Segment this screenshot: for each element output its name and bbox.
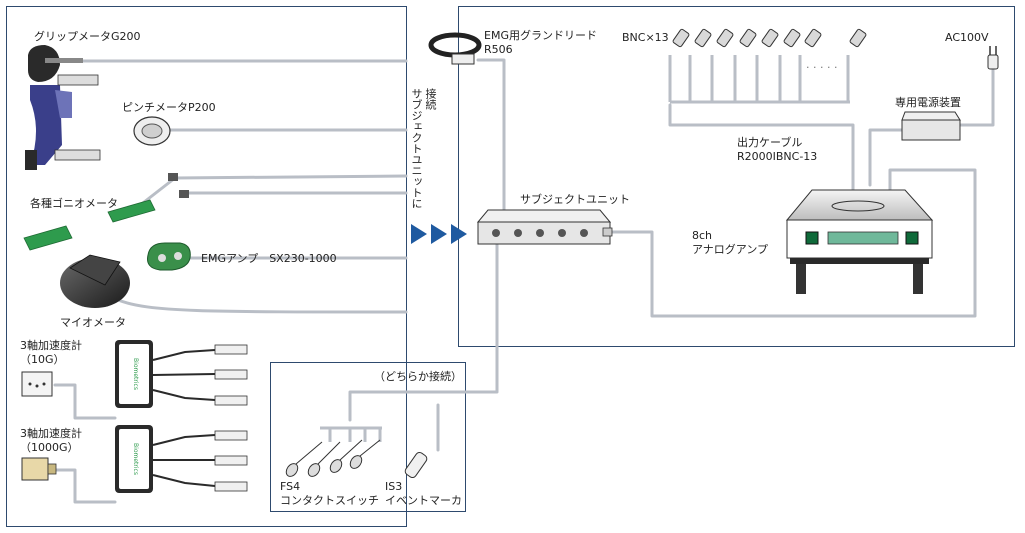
cable-accel-10g bbox=[53, 383, 117, 420]
bnc-connector-icon bbox=[804, 28, 822, 48]
accel-brand-1000g: Biometrics bbox=[132, 443, 139, 475]
cable-ac bbox=[958, 66, 995, 127]
label-fs4-2: コンタクトスイッチ bbox=[280, 494, 379, 507]
label-output-cable-1: 出力ケーブル bbox=[737, 136, 803, 149]
goniometer-icon bbox=[23, 173, 189, 251]
myometer-icon bbox=[60, 254, 130, 308]
sensor-panel-border bbox=[6, 6, 407, 527]
cable-output bbox=[668, 103, 855, 207]
bnc-connector-icon bbox=[694, 28, 712, 48]
bnc-connector-icon bbox=[783, 28, 801, 48]
label-accel-1000g-1: 3軸加速度計 bbox=[20, 427, 82, 440]
label-output-cable-2: R2000IBNC-13 bbox=[737, 150, 818, 163]
bnc-connector-icon bbox=[672, 28, 690, 48]
label-ground-lead-1: EMG用グランドリード bbox=[484, 29, 597, 42]
cable-subject-to-switch bbox=[348, 238, 499, 422]
contact-switch-icon bbox=[285, 426, 382, 477]
bnc-connectors bbox=[672, 28, 867, 48]
label-ac: AC100V bbox=[945, 31, 989, 44]
bnc-connector-icon bbox=[739, 28, 757, 48]
label-subject-unit: サブジェクトユニット bbox=[520, 193, 630, 206]
ground-lead-icon bbox=[428, 32, 482, 65]
label-accel-10g-2: （10G） bbox=[20, 353, 65, 366]
label-pinch-meter: ピンチメータP200 bbox=[122, 101, 216, 114]
switch-panel-border bbox=[270, 362, 466, 512]
label-accel-10g-1: 3軸加速度計 bbox=[20, 339, 82, 352]
accelerometer-plugs bbox=[214, 344, 248, 492]
cable-ground-lead bbox=[476, 58, 506, 217]
label-bnc: BNC×13 bbox=[622, 31, 669, 44]
label-goniometer: 各種ゴニオメータ bbox=[30, 197, 118, 210]
accelerometer-box-1000g: Biometrics bbox=[115, 425, 216, 493]
label-either-connect: （どちらか接続） bbox=[374, 370, 462, 383]
label-is3-2: イベントマーカ bbox=[385, 494, 462, 507]
emg-amp-icon bbox=[147, 242, 191, 271]
cable-accel-1000g bbox=[53, 468, 117, 504]
label-grip-meter: グリップメータG200 bbox=[34, 30, 141, 43]
analog-amp-icon bbox=[785, 189, 934, 294]
label-is3-1: IS3 bbox=[385, 480, 403, 493]
accel-brand-10g: Biometrics bbox=[132, 358, 139, 390]
label-ground-lead-2: R506 bbox=[484, 43, 513, 56]
cable-amp-loop bbox=[610, 168, 977, 318]
accelerometer-1000g-icon bbox=[21, 457, 57, 481]
ac-plug-icon bbox=[987, 46, 999, 70]
pinch-meter-icon bbox=[133, 116, 171, 146]
label-accel-1000g-2: （1000G） bbox=[20, 441, 79, 454]
arrow-right-icon bbox=[411, 224, 467, 244]
label-connect-b: サブジェクトユニットに bbox=[410, 88, 423, 209]
cable-power bbox=[868, 128, 907, 187]
label-emg-amp: EMGアンプ SX230-1000 bbox=[201, 252, 337, 265]
label-bnc-dots: · · · · · bbox=[806, 61, 838, 74]
label-connect-a: 接続 bbox=[424, 88, 437, 110]
grip-meter-icon bbox=[25, 45, 101, 170]
main-panel-border bbox=[458, 6, 1015, 347]
label-power-supply: 専用電源装置 bbox=[895, 96, 961, 109]
label-fs4-1: FS4 bbox=[280, 480, 301, 493]
subject-unit-icon bbox=[476, 209, 613, 245]
power-supply-icon bbox=[901, 111, 961, 141]
bnc-connector-icon bbox=[849, 28, 867, 48]
label-myometer: マイオメータ bbox=[60, 316, 126, 329]
event-marker-icon bbox=[404, 451, 428, 479]
cable-myometer bbox=[116, 298, 408, 314]
accelerometer-box-10g: Biometrics bbox=[115, 340, 216, 408]
bnc-harness bbox=[668, 55, 850, 104]
label-amp-2: アナログアンプ bbox=[692, 243, 769, 256]
label-amp-1: 8ch bbox=[692, 229, 713, 242]
bnc-connector-icon bbox=[716, 28, 734, 48]
bnc-connector-icon bbox=[761, 28, 779, 48]
cables bbox=[53, 58, 995, 504]
panel-borders bbox=[6, 6, 1015, 527]
accelerometer-10g-icon bbox=[21, 371, 53, 397]
